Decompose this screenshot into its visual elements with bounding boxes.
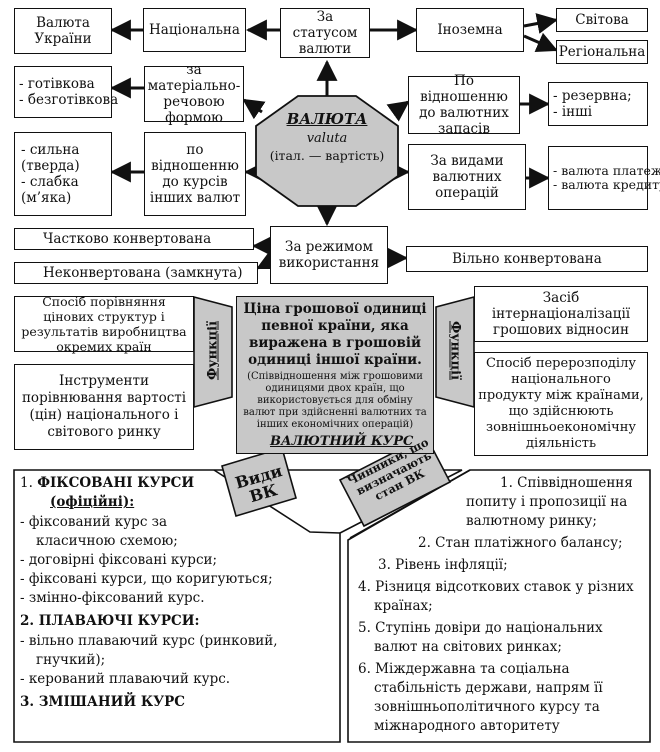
factor-line-9: валют на світових ринках;: [374, 639, 562, 655]
functions-left-label: Функції: [205, 320, 221, 381]
exchange-rate-box: Ціна грошової одиниці певної країни, яка…: [236, 296, 434, 454]
types-tag-shape: [221, 446, 297, 518]
factor-line-10: 6. Міждержавна та соціальна: [358, 661, 570, 677]
types-fixed-item-2: - договірні фіксовані курси;: [20, 552, 218, 568]
types-fixed-item-4: - змінно-фіксований курс.: [20, 590, 205, 606]
arrow-foreign-world: [523, 13, 559, 34]
functions-right-label: Функції: [447, 320, 463, 381]
box-by-status: За статусом валюти: [280, 8, 370, 58]
currency-note: (італ. — вартість): [269, 148, 385, 163]
arrow-foreign-regional: [523, 32, 558, 53]
types-mixed-head: 3. ЗМІШАНИЙ КУРС: [20, 694, 185, 710]
list-cash: - готівкова - безготівкова: [14, 66, 118, 118]
box-national: Національна: [143, 8, 246, 52]
list-payment: - валюта платежу - валюта кредиту: [548, 146, 660, 210]
box-by-mode: За режимом використання: [270, 226, 388, 284]
box-partial: Частково конвертована: [14, 228, 254, 250]
types-float-item-2: - керований плаваючий курс.: [20, 671, 231, 687]
box-by-rate: по відношенню до курсів інших валют: [144, 132, 246, 216]
factor-line-13: міжнародного авторитету: [374, 718, 560, 734]
list-strength: - сильна (тверда) - слабка (м’яка): [14, 132, 112, 216]
rate-note: (Співвідношення між грошовими одиницями …: [243, 371, 427, 430]
factor-line-8: 5. Ступінь довіри до національних: [358, 620, 603, 636]
rate-definition: Ціна грошової одиниці певної країни, яка…: [243, 301, 427, 368]
box-func-right-1: Засіб інтернаціоналізації грошових відно…: [474, 286, 648, 342]
box-by-operations: За видами валютних операцій: [408, 144, 526, 210]
types-fixed-item-1b: класичною схемою;: [36, 533, 178, 549]
functions-left-banner: [193, 295, 233, 409]
currency-octagon: [255, 95, 399, 207]
box-func-left-2: Інструменти порівнювання вартості (цін) …: [14, 364, 194, 450]
arrow-oct-material: [242, 98, 266, 120]
rate-title: ВАЛЮТНИЙ КУРС: [270, 434, 414, 449]
box-foreign: Іноземна: [416, 8, 524, 52]
box-regional: Регіональна: [556, 40, 648, 64]
types-float-item-1: - вільно плаваючий курс (ринковий,: [20, 633, 278, 649]
currency-title: ВАЛЮТА: [286, 110, 368, 128]
arrow-mode-nonconv: [256, 250, 280, 270]
list-reserves: - резервна; - інші: [548, 82, 648, 126]
factor-line-7: країнах;: [374, 598, 433, 614]
types-float-item-1b: гнучкий);: [36, 652, 106, 668]
factor-line-12: зовнішньополітичного курсу та: [374, 699, 600, 715]
factor-line-5: 3. Рівень інфляції;: [378, 557, 508, 573]
box-world: Світова: [556, 8, 648, 32]
factor-line-6: 4. Різниця відсоткових ставок у різних: [358, 579, 634, 595]
box-nonconvertible: Неконвертована (замкнута): [14, 262, 258, 284]
box-by-material: за матеріально-речовою формою: [144, 62, 244, 126]
box-func-left-1: Спосіб порівняння цінових структур і рез…: [14, 294, 194, 354]
box-free: Вільно конвертована: [406, 246, 648, 272]
currency-latin: valuta: [306, 131, 348, 146]
factor-line-3: валютному ринку;: [466, 513, 597, 529]
types-fixed-item-3: - фіксовані курси, що коригуються;: [20, 571, 273, 587]
types-float-head: 2. ПЛАВАЮЧІ КУРСИ:: [20, 613, 200, 629]
types-fixed-head: 1. ФІКСОВАНІ КУРСИ: [20, 475, 195, 491]
factor-line-1: 1. Співвідношення: [500, 475, 633, 491]
types-fixed-item-1: - фіксований курс за: [20, 514, 168, 530]
factor-line-2: попиту і пропозиції на: [466, 494, 628, 510]
factor-line-11: стабільність держави, напрям її: [374, 680, 603, 696]
types-fixed-sub: (офіційні):: [50, 494, 135, 510]
box-func-right-2: Спосіб перерозподілу національного проду…: [474, 352, 648, 456]
arrow-oct-reserves: [386, 100, 410, 122]
currency-octagon-text: ВАЛЮТА valuta (італ. — вартість): [256, 110, 398, 163]
factor-line-4: 2. Стан платіжного балансу;: [418, 535, 623, 551]
box-by-reserves: По відношенню до валютних запасів: [408, 73, 520, 137]
box-ukraine-currency: Валюта України: [14, 8, 112, 54]
